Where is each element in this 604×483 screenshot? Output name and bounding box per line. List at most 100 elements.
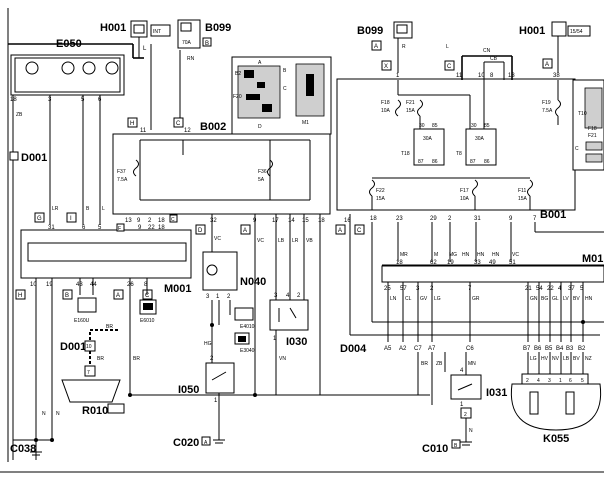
b001-wire: CB — [490, 56, 498, 62]
b001-conn-x-text: X — [384, 64, 388, 70]
b002-inset: B2 F20 A B C D M1 — [231, 56, 332, 135]
d004-pin: B2 — [578, 346, 586, 352]
d001-bottom-label: D001 — [60, 341, 86, 353]
b001-pin: 38 — [553, 73, 560, 79]
battery-icon — [396, 24, 408, 34]
d004-wire: LV — [563, 296, 569, 302]
gauge-icon — [82, 61, 96, 75]
d004-wire: GN — [530, 296, 538, 302]
speaker-icon — [77, 297, 97, 313]
b001-pin: 9 — [509, 216, 513, 222]
i031-switch: MN 4 I031 1 2 N — [450, 352, 507, 442]
b001-fusebox: B001 X C 1 11 10 8 13 38 CN CB L F18 10A… — [336, 44, 576, 222]
fuse-symbol — [267, 159, 273, 177]
gauge-icon — [105, 61, 119, 75]
d004-wire: BR — [421, 361, 428, 367]
m001-conn-f-text: F — [118, 226, 121, 232]
i031-wire: N — [469, 428, 473, 434]
b001-wire: CN — [483, 48, 491, 54]
b002-pin: 18 — [318, 218, 325, 224]
k055-wire: LB — [563, 356, 570, 362]
r010-wire: BR — [97, 356, 104, 362]
m001-conn-g-text: G — [37, 216, 42, 222]
relay-label: T18 — [401, 151, 410, 157]
fuse-rating: 5A — [258, 177, 265, 183]
d004-pin: A5 — [384, 346, 392, 352]
d004-connector: LN CL GV LG GR GN BG GL LV BV HN D004 A5… — [340, 282, 593, 405]
k055-wire: HV — [541, 356, 549, 362]
e050-pin: 18 — [10, 97, 17, 103]
m01-pin: 19 — [447, 260, 454, 266]
relay-pin: 87 — [418, 159, 424, 165]
inset-text: M1 — [302, 120, 309, 126]
i030-wire: VC — [257, 238, 264, 244]
n040-pin: 3 — [206, 294, 210, 300]
i030-conn-a2 — [335, 224, 346, 235]
n040-label: N040 — [240, 276, 266, 288]
d001-top-conn — [9, 151, 19, 161]
i030-conn-c-text: C — [357, 228, 362, 234]
m001-pin: 9 — [138, 225, 142, 231]
k055-pin: 1 — [559, 378, 562, 384]
fuse-rating: 7.5A — [542, 108, 553, 114]
i030-wire: LR — [292, 238, 299, 244]
m001-module: M001 G I F 31 6 5 9 22 18 10 19 43 44 26… — [15, 212, 192, 460]
fuse-symbol — [527, 179, 533, 197]
c038-ground: C038 — [10, 439, 52, 456]
k055-connector — [521, 373, 589, 385]
b002-label: B002 — [200, 121, 226, 133]
inset-text: F20 — [233, 94, 242, 100]
i030-label: I030 — [286, 336, 307, 348]
m01-pin: 21 — [525, 286, 532, 292]
b002-conn-h-text: H — [130, 121, 134, 127]
n040-pin: 1 — [216, 294, 220, 300]
d004-wire: HN — [585, 296, 593, 302]
m01-pin: 54 — [536, 286, 543, 292]
gauge-icon — [25, 61, 39, 75]
r010-label: R010 — [82, 405, 108, 417]
d004-wire: BG — [541, 296, 548, 302]
h001-right-conn — [542, 58, 553, 69]
c010-conn-text: B — [454, 443, 458, 449]
fuse-label: F22 — [376, 188, 385, 194]
d004-wire: ZB — [436, 361, 443, 367]
e050-instrument-panel: E050 18 3 5 6 ZB LR B L — [10, 38, 125, 460]
m001-outputs: E160U E6010 — [74, 297, 157, 324]
b001-label: B001 — [540, 209, 566, 221]
b002-box — [112, 133, 331, 215]
d001-bottom: D001 10 BR 7 R010 BR — [60, 324, 125, 417]
b001-pin: 31 — [474, 216, 481, 222]
switch-contact — [211, 371, 227, 381]
e050-wire: LR — [52, 206, 59, 212]
b099-left-label: B099 — [205, 22, 231, 34]
b002-pin: 12 — [184, 128, 191, 134]
c010-conn — [451, 439, 461, 449]
d004-pin: B3 — [566, 346, 574, 352]
fuse-rating: 10A — [460, 196, 470, 202]
relay-t8 — [465, 128, 497, 166]
fuse-rating: 15A — [406, 108, 416, 114]
i030-wire: VN — [279, 356, 286, 362]
relay-pin: 85 — [484, 123, 490, 129]
m01-wire: VC — [512, 252, 519, 258]
m001-conn-g — [34, 212, 45, 223]
c020-ground: C020 A — [173, 436, 225, 449]
relay-t18 — [413, 128, 445, 166]
c020-conn — [201, 436, 211, 446]
h001-right-symbol — [551, 21, 567, 37]
n040-sensor: D N040 VC 3 1 2 E4010 E3040 HG — [195, 214, 266, 365]
i030-pin: 4 — [286, 293, 290, 299]
k055-wire: LG — [530, 356, 537, 362]
fuse-rating: 7.5A — [117, 177, 128, 183]
obd-icon — [107, 403, 125, 414]
e050-wire: B — [86, 206, 90, 212]
inset-text: D — [258, 124, 262, 130]
fuse-label: F21 — [406, 100, 415, 106]
fuse-symbol — [395, 99, 401, 117]
h001-right-tag-text: 15/54 — [570, 29, 583, 35]
e160u-label: E160U — [74, 318, 90, 324]
i030-wire: VB — [306, 238, 313, 244]
b001-inset: T10 F18 F21 C — [572, 79, 604, 171]
h001-left: H001 INT L — [100, 20, 171, 58]
fuse-rating: 15A — [376, 196, 386, 202]
